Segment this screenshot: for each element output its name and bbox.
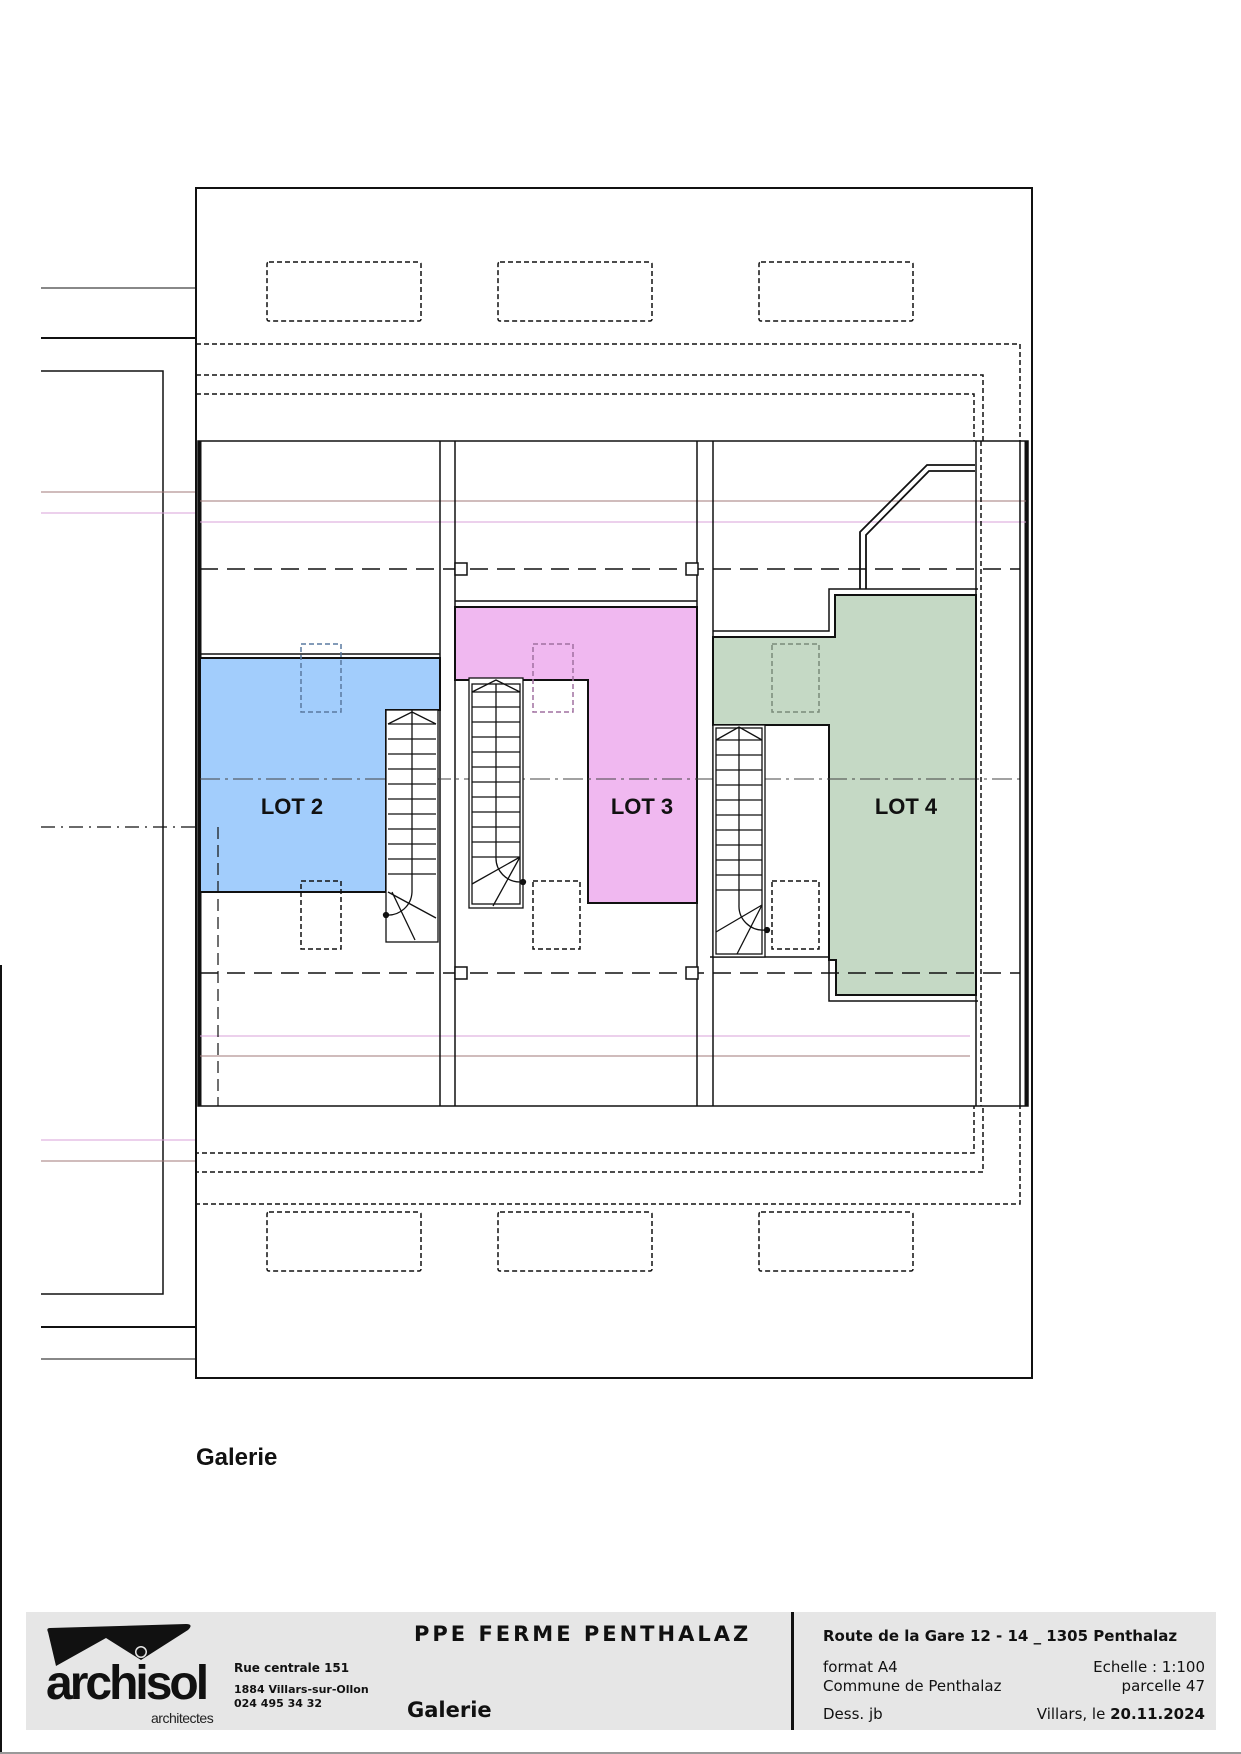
- adjacent-building-lines: [41, 287, 200, 1360]
- office-phone: 024 495 34 32: [234, 1697, 323, 1710]
- staircase-lot-2: [382, 709, 439, 943]
- sheet-title: Galerie: [407, 1698, 492, 1722]
- plan-caption: Galerie: [196, 1444, 278, 1471]
- office-street: Rue centrale 151: [234, 1661, 350, 1675]
- roof-windows-bottom: [266, 1211, 914, 1272]
- parcel-number: parcelle 47: [1121, 1677, 1205, 1695]
- beam-lines: [200, 568, 1020, 974]
- lot-3-label: LOT 3: [611, 794, 673, 819]
- angled-wall: [859, 464, 975, 589]
- roof-openings: [300, 643, 820, 950]
- project-info: Route de la Gare 12 - 14 _ 1305 Penthala…: [823, 1612, 1205, 1730]
- logo-wordmark: archisol: [46, 1657, 209, 1710]
- roof-logo-icon: [47, 1624, 191, 1666]
- roof-windows-top: [266, 261, 914, 322]
- title-block: archisol architectes Rue centrale 151 18…: [26, 1612, 1216, 1730]
- office-city: 1884 Villars-sur-Ollon: [234, 1683, 369, 1696]
- place-date-prefix: Villars, le: [1036, 1705, 1111, 1723]
- drawn-by: Dess. jb: [823, 1705, 883, 1723]
- office-address: Rue centrale 151 1884 Villars-sur-Ollon …: [234, 1661, 369, 1711]
- site-address: Route de la Gare 12 - 14 _ 1305 Penthala…: [823, 1627, 1178, 1645]
- commune: Commune de Penthalaz: [823, 1677, 1002, 1695]
- page-bottom-rule: [0, 1752, 1241, 1754]
- place-date: Villars, le 20.11.2024: [1037, 1705, 1205, 1723]
- archisol-logo: archisol architectes: [36, 1620, 221, 1726]
- staircase-lot-4: [712, 724, 771, 958]
- building-outline: [195, 187, 1033, 1379]
- title-block-divider: [791, 1612, 794, 1730]
- lot-4-label: LOT 4: [875, 794, 938, 819]
- staircase-lot-3: [468, 677, 527, 909]
- drawing-date: 20.11.2024: [1110, 1705, 1205, 1723]
- project-name: PPE FERME PENTHALAZ: [414, 1622, 752, 1646]
- reference-lines: [200, 500, 1026, 1057]
- paper-format: format A4: [823, 1658, 898, 1676]
- logo-subtitle: architectes: [151, 1710, 214, 1726]
- drawing-scale: Echelle : 1:100: [1093, 1658, 1205, 1676]
- lot-2-label: LOT 2: [261, 794, 323, 819]
